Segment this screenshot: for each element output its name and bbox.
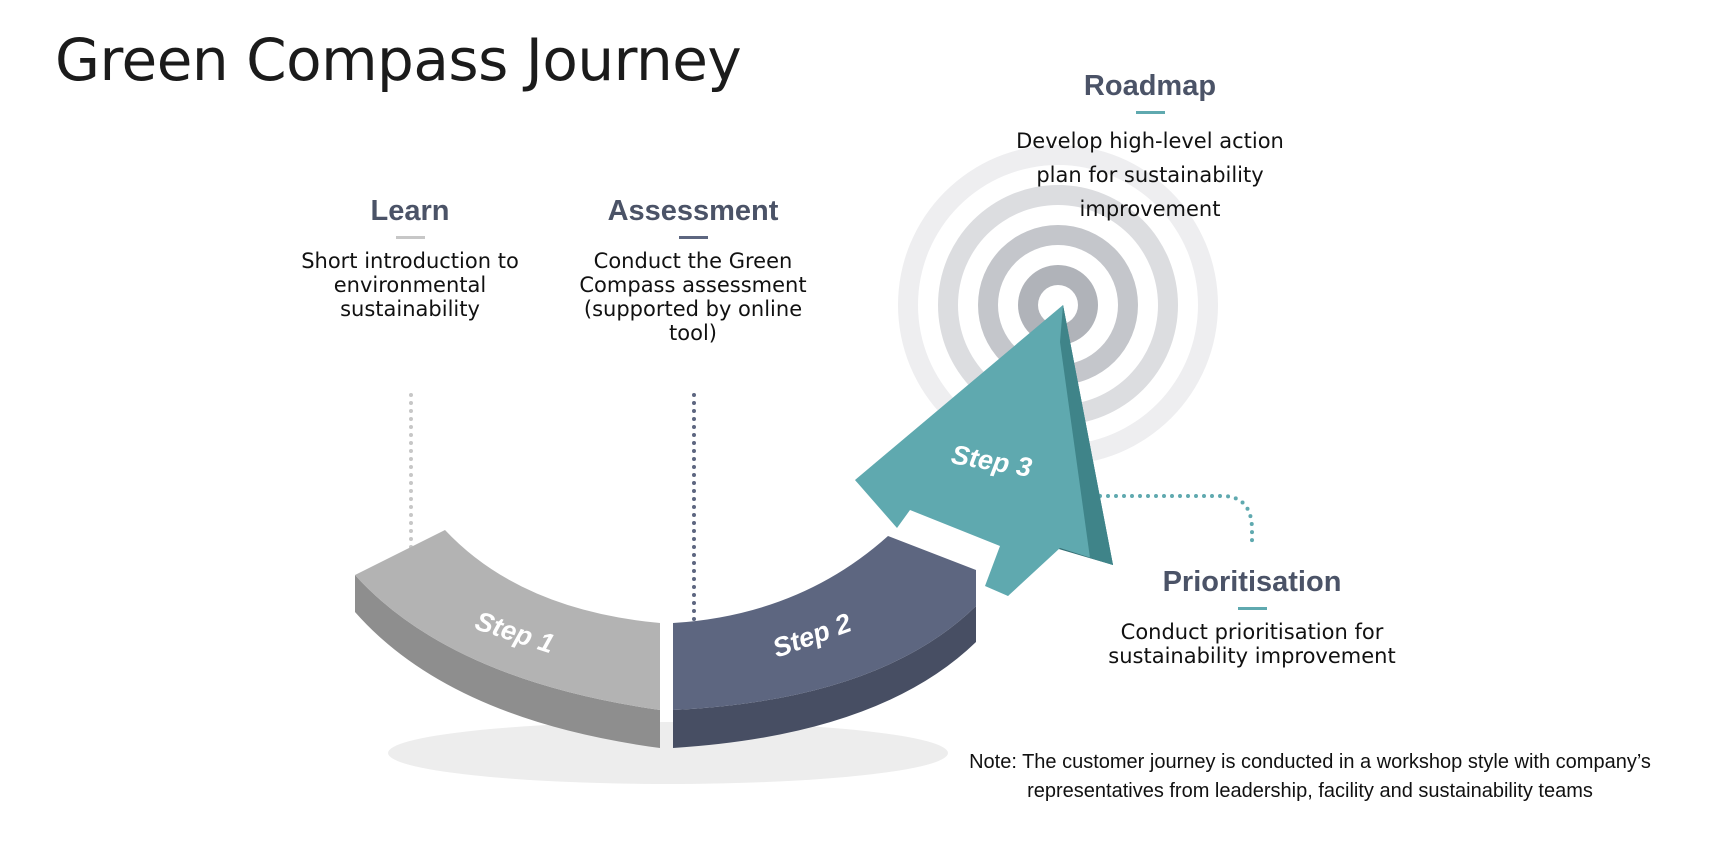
learn-bar [395,236,425,239]
roadmap-bar [1135,111,1165,114]
assessment-description: Conduct the Green Compass assessment (su… [579,249,807,345]
note-text: Note: The customer journey is conducted … [969,751,1651,802]
step-2-segment [673,536,976,748]
roadmap-block: Roadmap Develop high-level action plan f… [995,70,1305,226]
assessment-heading: Assessment [607,195,779,227]
roadmap-heading: Roadmap [1083,70,1217,102]
step-1-segment [355,530,660,748]
roadmap-description: Develop high-level action plan for susta… [1016,129,1284,221]
prioritisation-description: Conduct prioritisation for sustainabilit… [1108,620,1396,668]
prioritisation-bar [1237,607,1267,610]
page-title: Green Compass Journey [55,26,742,94]
prioritisation-block: Prioritisation Conduct prioritisation fo… [1102,566,1402,668]
learn-block: Learn Short introduction to environmenta… [290,195,530,321]
step-3-arrow [855,305,1113,596]
prioritisation-heading: Prioritisation [1162,566,1342,598]
assessment-block: Assessment Conduct the Green Compass ass… [573,195,813,345]
learn-heading: Learn [370,195,450,227]
learn-description: Short introduction to environmental sust… [301,249,519,321]
ground-shadow [388,722,948,784]
prioritisation-connector [1098,494,1254,550]
assessment-bar [678,236,708,239]
